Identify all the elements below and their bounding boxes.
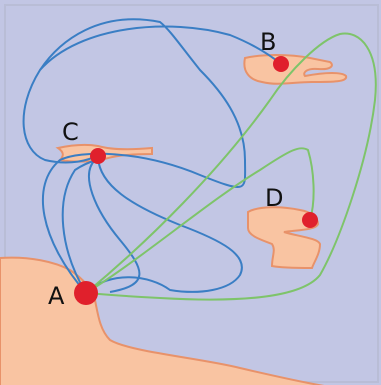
label-b: B [260, 28, 276, 56]
point-d-marker [302, 212, 318, 228]
point-c-marker [90, 148, 106, 164]
label-d: D [265, 184, 283, 212]
label-c: C [62, 118, 79, 146]
point-a-marker [74, 281, 98, 305]
label-a: A [48, 282, 65, 310]
point-b-marker [273, 56, 289, 72]
